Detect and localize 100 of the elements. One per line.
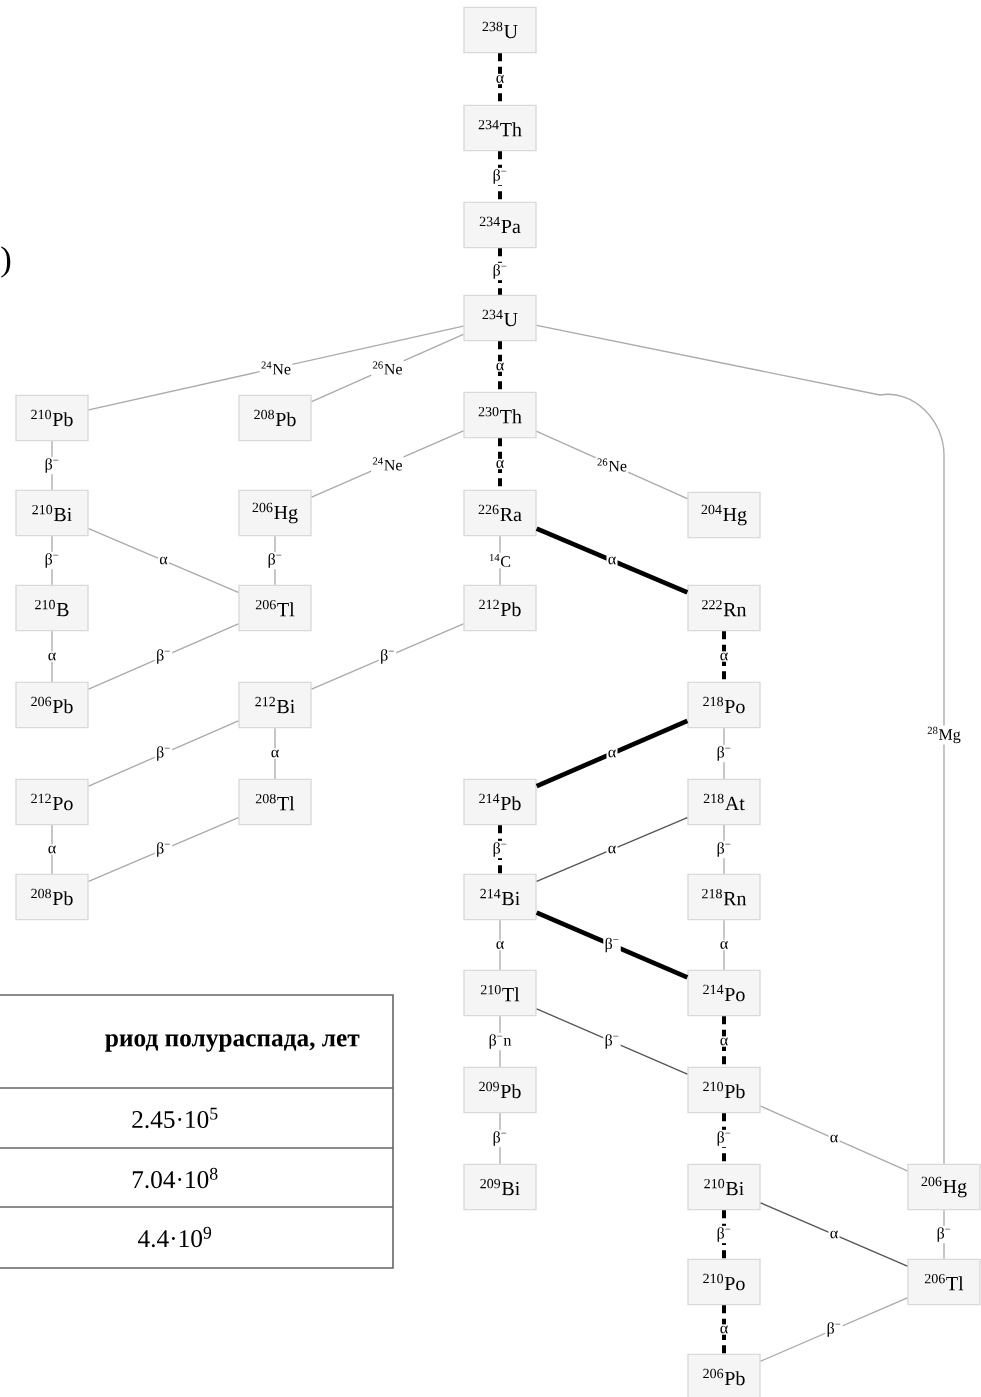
decay-line xyxy=(723,727,725,780)
nuclide-box: $^{218}$Po xyxy=(687,681,761,729)
nuclide-box: $^{238}$U xyxy=(463,6,537,54)
decay-line xyxy=(536,816,688,883)
edge-label: β$^{−}$ xyxy=(491,1129,509,1148)
decay-line xyxy=(760,1105,908,1172)
decay-line xyxy=(536,324,945,1165)
edge-label: β$^{−}$ xyxy=(715,1225,733,1244)
decay-line xyxy=(51,440,53,491)
edge-label: β$^{−}$n xyxy=(487,1032,513,1051)
edge-label: α xyxy=(606,844,618,855)
edge-label: α xyxy=(46,844,58,855)
nuclide-box: $^{208}$Pb xyxy=(15,873,89,921)
edge-label: $^{14}$C xyxy=(487,552,513,569)
edge-label: β$^{−}$ xyxy=(378,647,397,666)
nuclide-box: $^{210}$Bi xyxy=(687,1163,761,1211)
nuclide-box: $^{210}$Bi xyxy=(15,489,89,537)
nuclide-box: $^{210}$Po xyxy=(687,1258,761,1306)
nuclide-box: $^{210}$Pb xyxy=(687,1066,761,1114)
edge-label: β$^{−}$ xyxy=(43,456,61,475)
edge-label: α xyxy=(718,939,730,951)
decay-line xyxy=(722,1210,726,1259)
edge-label: β$^{−}$ xyxy=(603,936,621,954)
edge-label: α xyxy=(269,748,281,759)
edge-label: $^{28}$Mg xyxy=(925,725,963,745)
nuclide-box: $^{222}$Rn xyxy=(687,584,761,632)
edge-label: β$^{−}$ xyxy=(715,744,733,763)
edge-label: $^{24}$Ne xyxy=(259,360,293,376)
edge-label: β$^{−}$ xyxy=(603,1032,621,1051)
table-cell: 7.04·10$^{8}$ xyxy=(132,1167,218,1189)
decay-line xyxy=(536,1008,688,1075)
decay-line xyxy=(51,824,53,875)
edge-label: β$^{−}$ xyxy=(43,551,61,570)
nuclide-box: $^{214}$Po xyxy=(687,969,761,1017)
decay-line xyxy=(760,1202,908,1267)
decay-line xyxy=(943,1209,945,1260)
decay-line xyxy=(51,535,53,586)
decay-line xyxy=(88,527,239,594)
edge-label: β$^{−}$ xyxy=(825,1320,843,1339)
nuclide-box: $^{210}$B xyxy=(15,584,89,632)
edge-label: β$^{−}$ xyxy=(715,1129,733,1148)
nuclide-box: $^{218}$At xyxy=(687,778,761,826)
decay-line xyxy=(760,1297,908,1362)
nuclide-box: $^{206}$Hg xyxy=(238,489,312,537)
bracket-text: ) xyxy=(1,246,11,278)
nuclide-box: $^{209}$Pb xyxy=(463,1066,537,1114)
decay-line xyxy=(274,727,276,780)
decay-line xyxy=(499,1112,501,1165)
decay-line xyxy=(722,631,726,682)
edge-label: β$^{−}$ xyxy=(491,262,509,281)
nuclide-box: $^{234}$Pa xyxy=(463,201,537,249)
decay-line xyxy=(498,248,502,295)
edge-label: α xyxy=(494,73,506,85)
edge-label: α xyxy=(157,555,169,566)
edge-label: α xyxy=(828,1133,840,1144)
decay-line xyxy=(88,325,464,411)
decay-line xyxy=(535,526,689,595)
decay-line xyxy=(88,720,239,787)
edge-label: β$^{−}$ xyxy=(491,840,509,859)
table-cell: 2.45·10$^{5}$ xyxy=(132,1107,218,1129)
nuclide-box: $^{209}$Bi xyxy=(463,1163,537,1211)
edge-label: α xyxy=(606,555,618,566)
nuclide-box: $^{218}$Rn xyxy=(687,873,761,921)
nuclide-box: $^{212}$Pb xyxy=(463,584,537,632)
decay-line xyxy=(498,151,502,202)
edge-label: β$^{−}$ xyxy=(715,840,733,859)
decay-line xyxy=(723,919,725,971)
decay-line xyxy=(274,535,276,586)
edge-label: α xyxy=(606,748,618,759)
edge-label: β$^{−}$ xyxy=(154,840,173,859)
edge-label: α xyxy=(494,361,506,372)
nuclide-box: $^{212}$Bi xyxy=(238,681,312,729)
nuclide-box: $^{206}$Tl xyxy=(238,584,312,632)
edge-label: β$^{−}$ xyxy=(491,167,509,186)
edge-label: α xyxy=(718,1036,730,1047)
nuclide-box: $^{226}$Ra xyxy=(463,489,537,537)
edge-label: $^{26}$Ne xyxy=(371,360,404,376)
decay-line xyxy=(498,341,502,392)
table-cell: 4.4·10$^{9}$ xyxy=(138,1226,212,1248)
edge-label: $^{24}$Ne xyxy=(371,456,404,472)
decay-line xyxy=(51,630,53,683)
edge-label: α xyxy=(494,939,506,951)
edge-label: α xyxy=(718,1324,730,1335)
decay-line xyxy=(88,816,239,883)
nuclide-box: $^{212}$Po xyxy=(15,778,89,826)
decay-line xyxy=(723,824,725,875)
edge-label: α xyxy=(828,1229,840,1240)
nuclide-box: $^{234}$Th xyxy=(463,104,537,152)
nuclide-box: $^{208}$Pb xyxy=(238,394,312,442)
nuclide-box: $^{206}$Tl xyxy=(907,1258,981,1306)
nuclide-box: $^{204}$Hg xyxy=(687,491,761,539)
edge-label: β$^{−}$ xyxy=(266,551,284,570)
edge-label: α xyxy=(494,458,506,470)
decay-line xyxy=(498,825,502,874)
decay-line xyxy=(722,1113,726,1164)
nuclide-box: $^{206}$Pb xyxy=(15,681,89,729)
table-header: риод полураспада, лет xyxy=(105,1034,360,1052)
edge-label: $^{26}$Ne xyxy=(595,457,629,473)
nuclide-box: $^{206}$Hg xyxy=(907,1163,981,1211)
decay-line xyxy=(535,718,689,789)
